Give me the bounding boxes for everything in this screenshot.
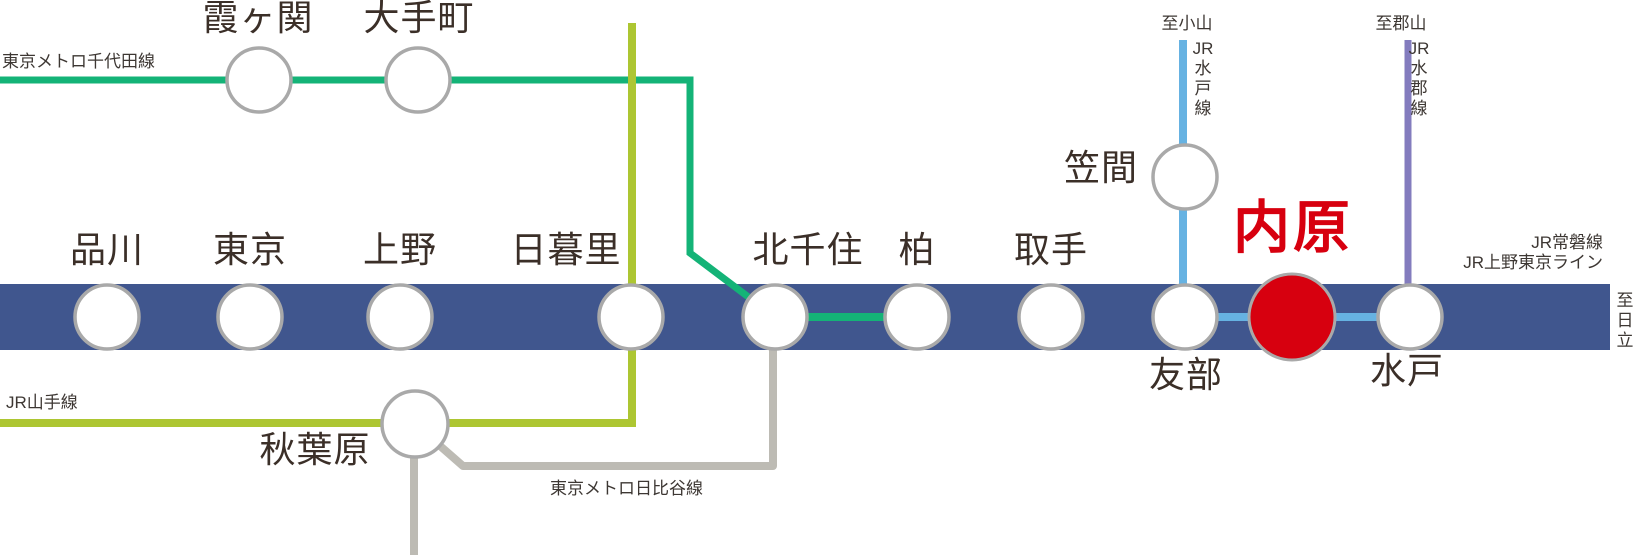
ueno-tokyo-line-label: JR上野東京ライン xyxy=(1463,253,1603,272)
station-label-otemachi: 大手町 xyxy=(363,0,475,38)
yamanote-line-path xyxy=(0,23,636,427)
station-label-tomobe: 友部 xyxy=(1148,355,1224,395)
station-circle-nippori xyxy=(597,283,665,351)
station-circle-toride xyxy=(1017,283,1085,351)
station-label-uchihara-highlight: 内原 xyxy=(1233,197,1353,260)
station-circle-kasumigaseki xyxy=(225,46,293,114)
station-label-toride: 取手 xyxy=(1013,230,1089,270)
station-label-kasama: 笠間 xyxy=(1063,148,1139,188)
station-label-ueno: 上野 xyxy=(362,230,438,270)
station-circle-mito xyxy=(1376,283,1444,351)
station-circle-otemachi xyxy=(384,46,452,114)
station-circle-tomobe xyxy=(1151,283,1219,351)
station-circle-shinagawa xyxy=(73,283,141,351)
station-circle-kitasenju xyxy=(741,283,809,351)
station-label-nippori: 日暮里 xyxy=(510,230,622,270)
station-label-tokyo: 東京 xyxy=(212,230,288,270)
station-circle-kasama xyxy=(1151,143,1219,211)
station-circle-ueno xyxy=(366,283,434,351)
station-circle-tokyo xyxy=(216,283,284,351)
suigun-line-label-vertical: JR水郡線 xyxy=(1408,39,1430,119)
hibiya-line-label: 東京メトロ日比谷線 xyxy=(550,479,703,498)
chiyoda-line-path xyxy=(0,76,778,320)
toward-hitachi-label: 至日立 xyxy=(1616,291,1634,351)
toward-oyama-label: 至小山 xyxy=(1161,14,1213,33)
chiyoda-line-label: 東京メトロ千代田線 xyxy=(2,52,155,71)
station-circle-akihabara xyxy=(380,389,450,459)
station-label-kasumigaseki: 霞ヶ関 xyxy=(202,0,314,38)
mito-line-label-vertical: JR水戸線 xyxy=(1192,39,1214,119)
station-label-akihabara: 秋葉原 xyxy=(259,430,371,470)
station-circle-uchihara-highlight xyxy=(1247,272,1337,362)
station-label-mito: 水戸 xyxy=(1369,351,1445,391)
toward-koriyama-label: 至郡山 xyxy=(1375,14,1427,33)
station-label-shinagawa: 品川 xyxy=(69,230,145,270)
station-label-kashiwa: 柏 xyxy=(898,230,936,270)
joban-line-label: JR常磐線 xyxy=(1531,233,1603,252)
station-circle-kashiwa xyxy=(883,283,951,351)
yamanote-line-label: JR山手線 xyxy=(6,393,78,412)
station-label-kitasenju: 北千住 xyxy=(752,230,864,270)
